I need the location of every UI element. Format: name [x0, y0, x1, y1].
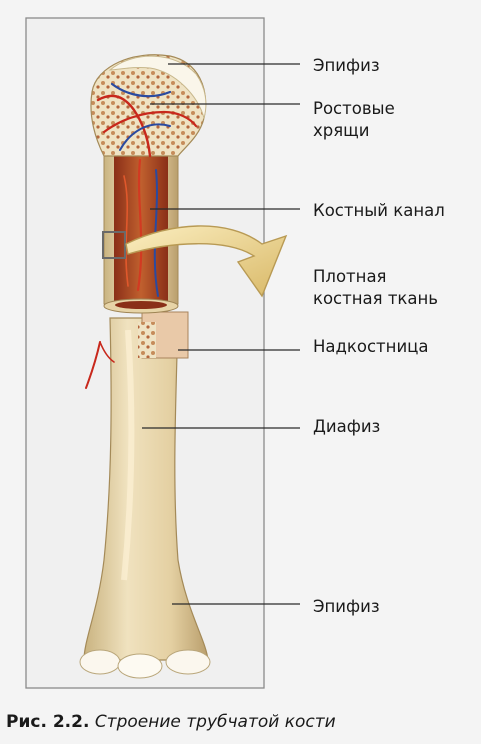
periosteum-spongy: [138, 322, 156, 358]
cut-canal: [115, 301, 167, 309]
label-compact-bone: Плотная костная ткань: [313, 266, 438, 310]
label-epiphysis-top: Эпифиз: [313, 55, 380, 77]
caption-text: Строение трубчатой кости: [95, 712, 336, 732]
label-medullary-canal: Костный канал: [313, 200, 445, 222]
label-diaphysis: Диафиз: [313, 416, 380, 438]
caption-number: Рис. 2.2.: [6, 712, 89, 732]
bottom-condyles: [80, 650, 210, 678]
label-growth-cartilage: Ростовые хрящи: [313, 98, 395, 142]
label-periosteum: Надкостница: [313, 336, 429, 358]
label-epiphysis-bottom: Эпифиз: [313, 596, 380, 618]
figure-caption: Рис. 2.2. Строение трубчатой кости: [6, 712, 336, 732]
